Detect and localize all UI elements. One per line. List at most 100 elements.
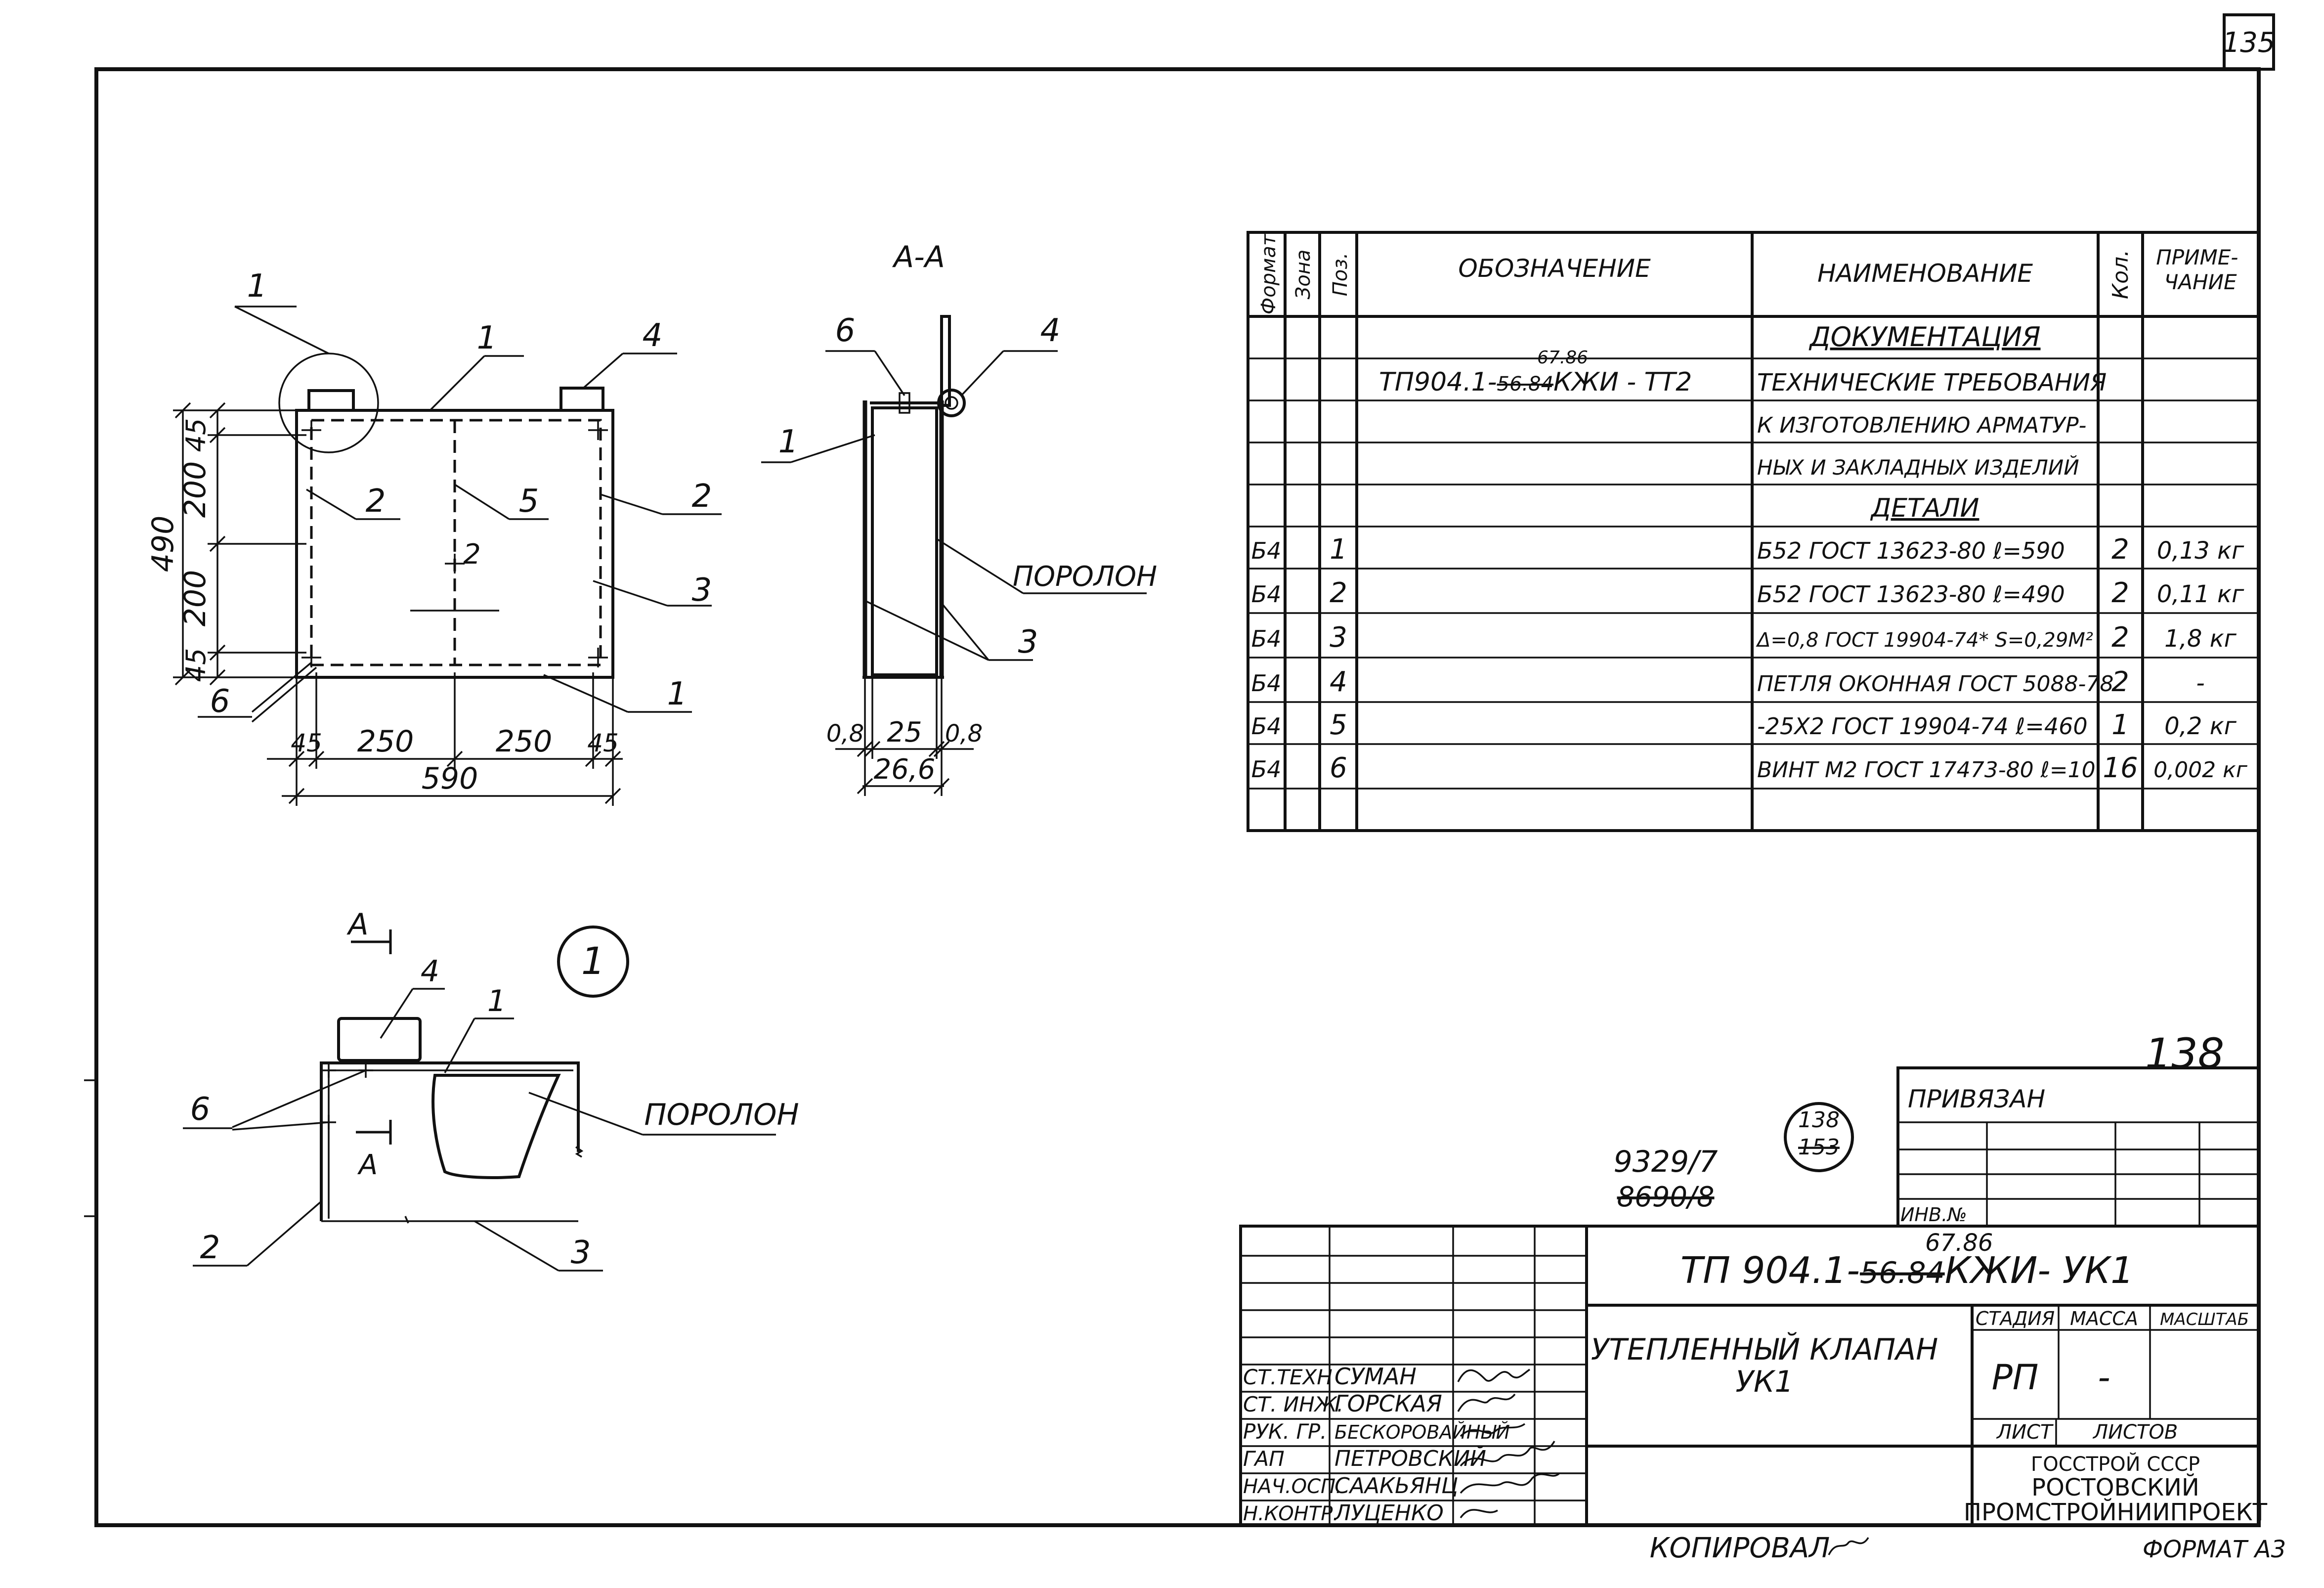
section-dim-mid: 25 xyxy=(887,716,922,749)
staff-role: Рук. гр. xyxy=(1243,1419,1327,1444)
section-dim-lines xyxy=(835,677,974,796)
spec-row-qty: 2 xyxy=(2111,577,2129,609)
archive-number: 9329/7 xyxy=(1613,1145,1718,1179)
spec-row-format: Б4 xyxy=(1251,581,1282,608)
callout-2-left: 2 xyxy=(366,483,386,520)
spec-header-format: Формат xyxy=(1257,233,1280,314)
dim-bottom-right: 45 xyxy=(587,729,619,757)
hinge-knuckle-inner xyxy=(945,396,958,410)
dim-left-top: 45 xyxy=(180,418,212,452)
detail-callout-6: 6 xyxy=(190,1091,211,1128)
title-block: ТП 904.1-56.84КЖИ- УК1 67.86 Утепленный … xyxy=(1239,1225,2268,1527)
hinge-left xyxy=(307,389,355,412)
spec-row-pos: 6 xyxy=(1330,752,1347,784)
copied-by-label: Копировал xyxy=(1650,1532,1830,1564)
section-a-a: А-А 6 4 1 Поролон 3 xyxy=(761,240,1157,796)
spec-designation-prefix: ТП904.1- xyxy=(1379,367,1497,397)
hinge-knuckle xyxy=(937,389,966,417)
spec-row-note: - xyxy=(2196,669,2204,697)
staff-grid xyxy=(1241,1226,1587,1525)
hinge-right xyxy=(559,387,604,412)
staff-name: Бескоровайный xyxy=(1334,1421,1510,1443)
spec-header-designation: Обозначение xyxy=(1458,254,1651,283)
callout-1-bottom: 1 xyxy=(667,676,688,712)
detail-foam-patch xyxy=(431,1074,561,1179)
dim-left-lower: 200 xyxy=(178,570,213,627)
spec-row-name: Б52 ГОСТ 13623-80 ℓ=590 xyxy=(1757,537,2065,564)
callout-1-detail: 1 xyxy=(247,268,267,305)
spec-row-format: Б4 xyxy=(1251,713,1282,740)
stamp-circle xyxy=(1784,1102,1854,1172)
spec-row-qty: 2 xyxy=(2111,666,2129,698)
spec-header-name: Наименование xyxy=(1817,259,2033,288)
section-leaders xyxy=(761,350,1147,661)
dim-bottom-a: 250 xyxy=(357,724,414,759)
section-cut-top xyxy=(351,929,392,954)
spec-row-pos: 1 xyxy=(1330,533,1347,566)
spec-row-format: Б4 xyxy=(1251,537,1282,564)
spec-header-qty: Кол. xyxy=(2108,250,2133,299)
staff-row: Ст.техн Суман xyxy=(1243,1363,1417,1390)
callout-3: 3 xyxy=(692,572,712,609)
detail-callout-3: 3 xyxy=(571,1235,591,1271)
spec-row-format: Б4 xyxy=(1251,625,1282,652)
staff-row: ГАП Петровский xyxy=(1243,1445,1486,1471)
callout-4: 4 xyxy=(643,317,663,354)
detail-callout-2: 2 xyxy=(200,1230,220,1266)
spec-header-note-line1: Приме- xyxy=(2156,245,2238,269)
staff-row: Ст. инж. Горская xyxy=(1243,1390,1442,1417)
spec-row-name: Винт М2 ГОСТ 17473-80 ℓ=10 xyxy=(1757,757,2096,783)
callout-6: 6 xyxy=(210,683,230,720)
page-number-handwritten: 138 xyxy=(2145,1029,2224,1078)
format-label: Формат А3 xyxy=(2143,1536,2286,1563)
spec-row-name: δ=0,8 ГОСТ 19904-74* S=0,29м² xyxy=(1756,629,2093,652)
spec-row-lines xyxy=(1248,315,2259,790)
title-line-1: Утепленный клапан xyxy=(1591,1332,1938,1367)
dim-width-total: 590 xyxy=(422,761,478,796)
staff-role: Ст.техн xyxy=(1243,1365,1333,1389)
detail-marker-label: 1 xyxy=(581,939,605,983)
spec-row: Б4 3 δ=0,8 ГОСТ 19904-74* S=0,29м² 2 1,8… xyxy=(1251,621,2237,654)
detail-marker-circle xyxy=(557,926,629,998)
spec-row-pos: 5 xyxy=(1330,709,1347,741)
attachment-grid xyxy=(1898,1121,2259,1226)
spec-designation-struck: 56.84 xyxy=(1497,373,1554,396)
org-line-1: ГОССТРОЙ СССР xyxy=(2031,1452,2200,1476)
sheet-label: Лист xyxy=(1996,1421,2054,1444)
dim-ticks-left xyxy=(174,402,226,686)
spec-row: Б4 4 Петля оконная ГОСТ 5088-78 2 - xyxy=(1251,666,2205,698)
title-line-2: УК1 xyxy=(1735,1365,1793,1399)
staff-role: Н.контр. xyxy=(1243,1502,1339,1525)
section-dim-total: 26,6 xyxy=(874,753,936,786)
foam-label: Поролон xyxy=(1013,561,1157,593)
detail-callout-4: 4 xyxy=(421,954,439,989)
spec-designation: ТП904.1-56.84КЖИ - ТТ2 xyxy=(1379,367,1692,397)
spec-row-name: Б52 ГОСТ 13623-80 ℓ=490 xyxy=(1757,581,2065,608)
spec-row-pos: 2 xyxy=(1330,577,1347,609)
stage-value: РП xyxy=(1992,1357,2039,1398)
spec-row-note: 1,8 кг xyxy=(2164,625,2237,653)
spec-row-qty: 2 xyxy=(2111,533,2129,566)
staff-role: Нач.осп. xyxy=(1243,1475,1342,1498)
spec-row-format: Б4 xyxy=(1251,756,1282,783)
front-leaders xyxy=(198,306,722,723)
dim-left-bottom: 45 xyxy=(180,648,212,682)
specification-table: Формат Зона Поз. Обозначение Наименовани… xyxy=(1247,231,2260,832)
screw-6-section xyxy=(899,392,910,414)
stage-grid xyxy=(1972,1305,2259,1446)
inv-number-label: Инв.№ xyxy=(1900,1204,1967,1226)
staff-name: Луценко xyxy=(1334,1500,1444,1526)
spec-row-format: Б4 xyxy=(1251,670,1282,697)
spec-designation-correction: 67.86 xyxy=(1537,348,1588,368)
spec-column-lines xyxy=(1284,232,2144,831)
foam-label-detail: Поролон xyxy=(644,1098,799,1132)
attached-label: Привязан xyxy=(1908,1085,2045,1113)
title-block-outer xyxy=(1239,1225,2260,1527)
dim-height-total: 490 xyxy=(146,516,180,573)
spec-row-name: -25х2 ГОСТ 19904-74 ℓ=460 xyxy=(1757,713,2088,740)
dim-extension-bottom xyxy=(296,672,614,806)
dim-bottom-left: 45 xyxy=(291,729,322,757)
inv-number-value: 67.86 xyxy=(1925,1229,1993,1257)
callout-2-right: 2 xyxy=(692,478,712,515)
